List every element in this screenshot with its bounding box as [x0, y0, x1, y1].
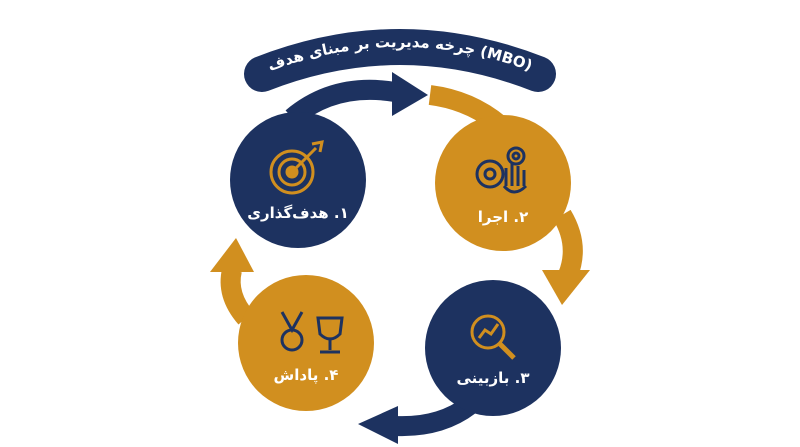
step-label: ۴. پاداش	[274, 366, 339, 385]
arrow-left	[220, 267, 254, 325]
cycle-arrows	[210, 72, 590, 444]
target-arrow-icon	[269, 140, 324, 195]
arrow-right-head	[542, 270, 590, 305]
arrow-top	[285, 79, 397, 126]
step-execution: ۲. اجرا	[435, 115, 571, 251]
arrow-bottom	[394, 396, 477, 437]
title-banner: چرخه مدیریت بر مبنای هدف (MBO)	[244, 29, 556, 92]
gears-hand-icon	[475, 146, 528, 194]
magnifier-chart-icon	[470, 314, 516, 360]
arrow-bottom-head	[358, 406, 398, 444]
step-review: ۳. بازبینی	[425, 280, 561, 416]
medal-trophy-icon	[280, 311, 344, 354]
arrow-top-head	[392, 72, 428, 116]
step-goal-setting: ۱. هدف‌گذاری	[230, 112, 366, 248]
step-label: ۳. بازبینی	[456, 369, 529, 387]
arrow-right	[553, 209, 583, 279]
step-reward: ۴. پاداش	[238, 275, 374, 411]
step-label: ۱. هدف‌گذاری	[247, 204, 348, 222]
step-label: ۲. اجرا	[478, 208, 529, 226]
arrow-left-head	[210, 238, 254, 272]
